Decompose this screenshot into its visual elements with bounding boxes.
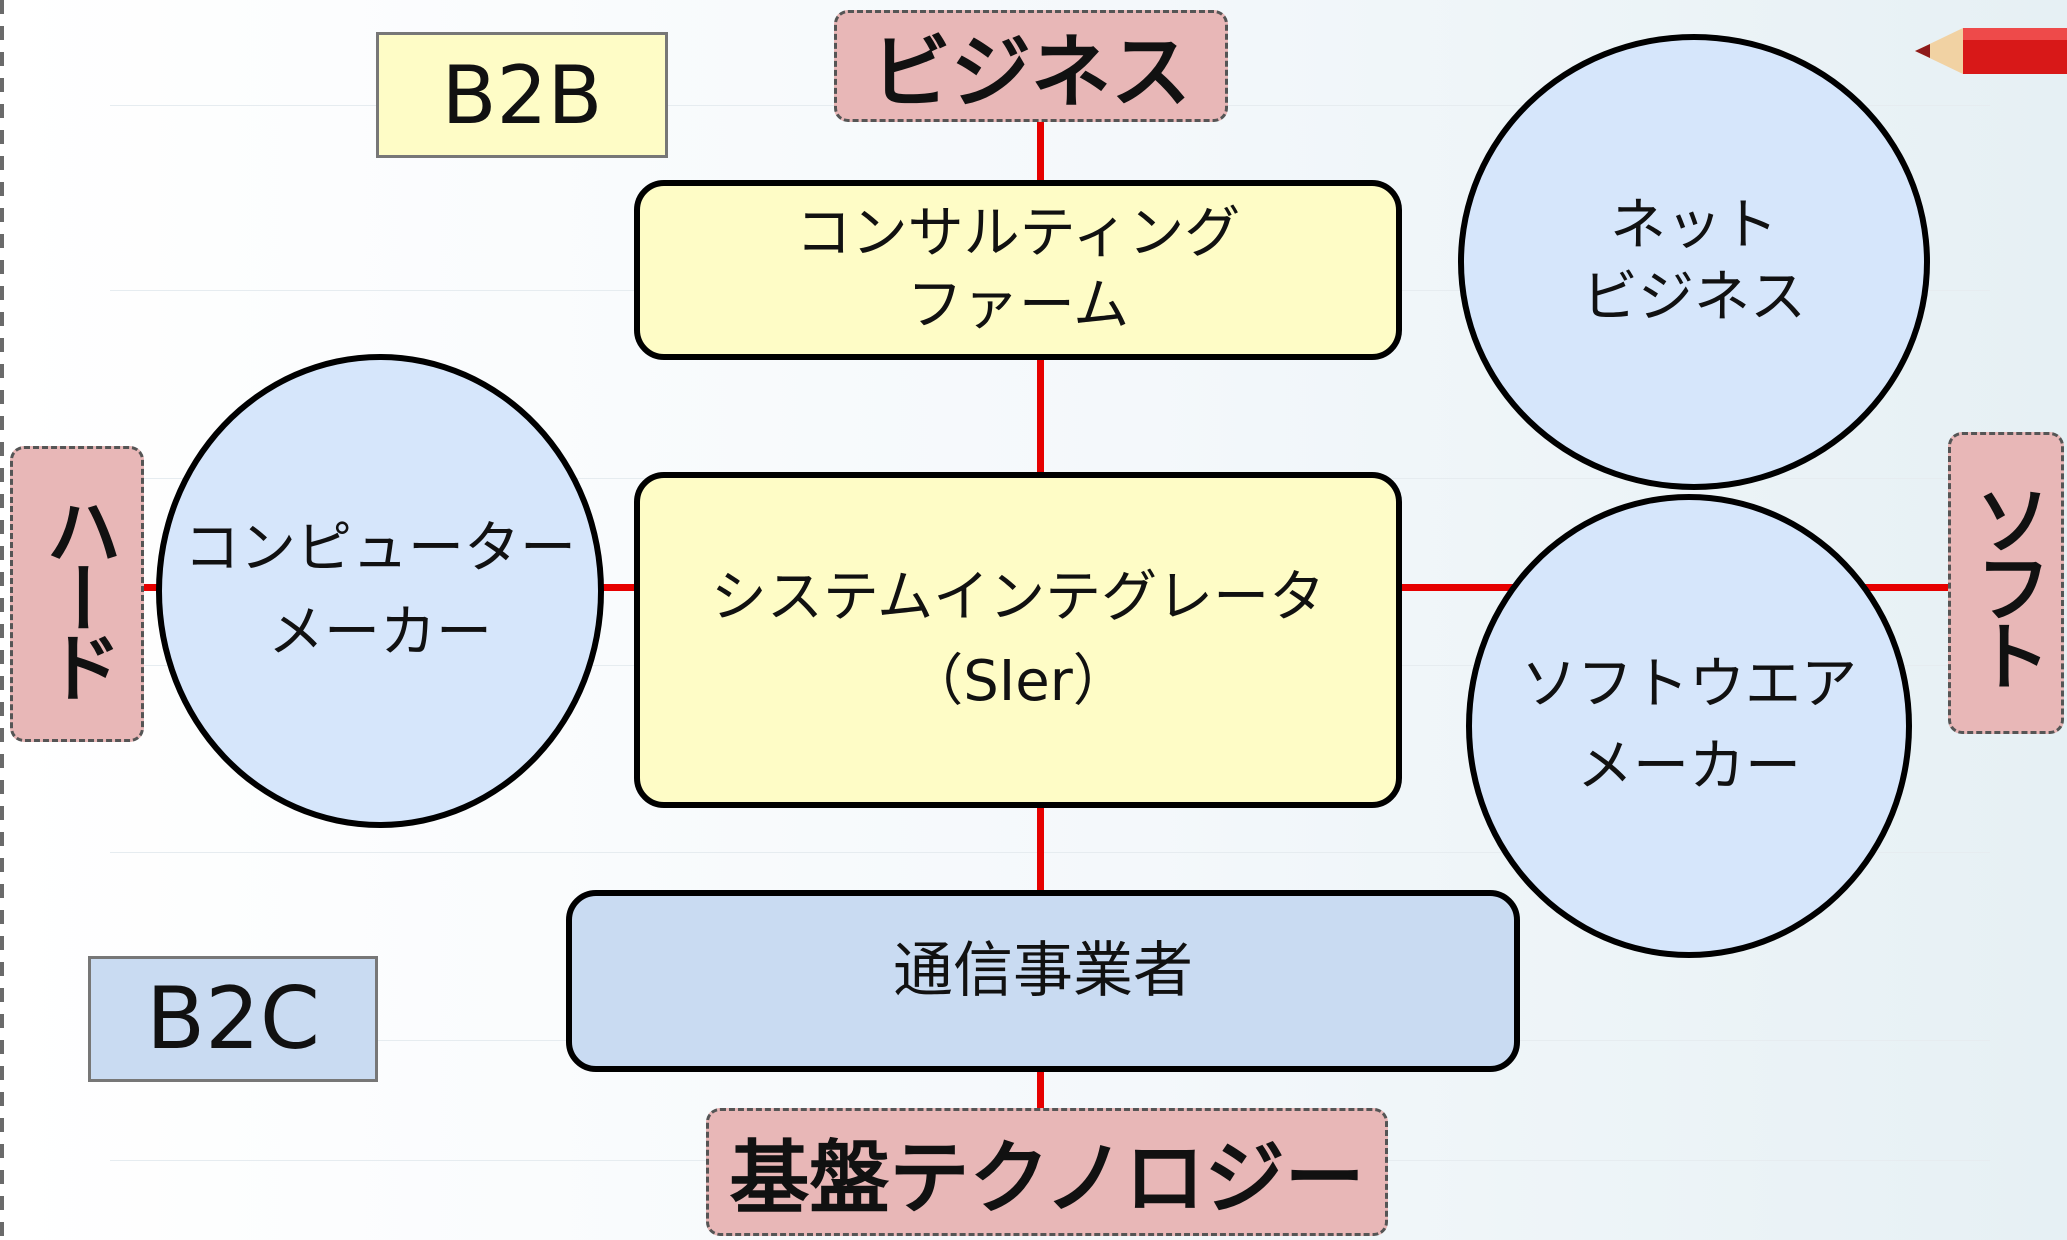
business-text: ビジネス: [871, 26, 1191, 119]
pencil-icon: [1915, 28, 2067, 74]
consulting-firm-line: コンサルティング: [795, 201, 1241, 266]
software-maker-line: ソフトウエア: [1521, 652, 1857, 717]
system-integrator-node: システムインテグレータ （SIer）: [634, 472, 1402, 808]
b2c-label: B2C: [88, 956, 378, 1082]
software-maker-line: メーカー: [1577, 734, 1801, 799]
connector-sier-telecom: [1037, 806, 1044, 892]
soft-text: ソフト: [1962, 481, 2051, 685]
computer-maker-node: コンピューター メーカー: [156, 354, 604, 828]
connector-sier-software: [1396, 584, 1514, 591]
connector-business-consulting: [1037, 118, 1044, 184]
connector-hard-computer: [144, 584, 162, 591]
technology-text: 基盤テクノロジー: [729, 1132, 1365, 1225]
system-integrator-line: （SIer）: [907, 649, 1129, 714]
net-business-node: ネット ビジネス: [1458, 34, 1930, 490]
software-maker-node: ソフトウエア メーカー: [1466, 494, 1912, 958]
connector-software-soft: [1864, 584, 1954, 591]
consulting-firm-node: コンサルティング ファーム: [634, 180, 1402, 360]
technology-tag: 基盤テクノロジー: [706, 1108, 1388, 1236]
consulting-firm-line: ファーム: [906, 273, 1130, 338]
computer-maker-line: コンピューター: [184, 516, 576, 581]
hard-text: ハード: [33, 492, 122, 696]
soft-tag: ソフト: [1948, 432, 2064, 734]
ruled-line: [110, 852, 1990, 853]
net-business-line: ネット: [1610, 193, 1778, 258]
b2c-text: B2C: [146, 969, 320, 1069]
business-tag: ビジネス: [834, 10, 1228, 122]
telecom-operator-text: 通信事業者: [893, 936, 1193, 1006]
net-business-line: ビジネス: [1582, 265, 1806, 330]
computer-maker-line: メーカー: [268, 600, 492, 665]
telecom-operator-node: 通信事業者: [566, 890, 1520, 1072]
b2b-text: B2B: [441, 48, 603, 142]
b2b-label: B2B: [376, 32, 668, 158]
hard-tag: ハード: [10, 446, 144, 742]
system-integrator-line: システムインテグレータ: [710, 565, 1326, 630]
connector-consulting-sier: [1037, 358, 1044, 476]
connector-telecom-tech: [1037, 1068, 1044, 1110]
notebook-binding: [0, 0, 4, 1240]
connector-computer-sier: [596, 584, 638, 591]
